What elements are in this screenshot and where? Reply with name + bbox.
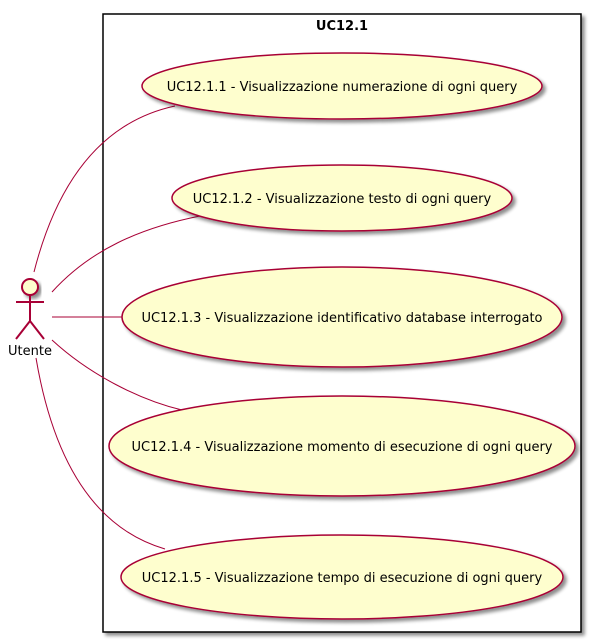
use-case-label: UC12.1.4 - Visualizzazione momento di es…: [131, 440, 552, 455]
system-title: UC12.1: [316, 19, 368, 34]
use-case-ellipse: [108, 395, 576, 497]
use-case-label: UC12.1.5 - Visualizzazione tempo di esec…: [142, 571, 543, 586]
association-line-uc4: [51, 339, 183, 411]
actor-utente[interactable]: [15, 278, 45, 340]
actor-body: [15, 295, 45, 340]
association-line-uc5: [35, 357, 166, 550]
use-case-uc12-1-4[interactable]: UC12.1.4 - Visualizzazione momento di es…: [108, 395, 576, 497]
use-case-ellipse: [121, 266, 563, 368]
actor-head: [21, 278, 39, 296]
use-case-uc12-1-3[interactable]: UC12.1.3 - Visualizzazione identificativ…: [121, 266, 563, 368]
use-case-label: UC12.1.1 - Visualizzazione numerazione d…: [167, 80, 518, 95]
use-case-uc12-1-1[interactable]: UC12.1.1 - Visualizzazione numerazione d…: [141, 52, 543, 120]
use-case-ellipse: [120, 534, 564, 620]
association-line-uc1: [33, 105, 176, 273]
use-case-label: UC12.1.3 - Visualizzazione identificativ…: [141, 311, 542, 326]
use-case-ellipse: [141, 52, 543, 120]
actor-label: Utente: [8, 344, 52, 359]
use-case-uc12-1-2[interactable]: UC12.1.2 - Visualizzazione testo di ogni…: [171, 164, 513, 232]
associations: [33, 105, 201, 550]
use-case-ellipse: [171, 164, 513, 232]
use-case-label: UC12.1.2 - Visualizzazione testo di ogni…: [193, 192, 492, 207]
use-case-uc12-1-5[interactable]: UC12.1.5 - Visualizzazione tempo di esec…: [120, 534, 564, 620]
association-line-uc2: [51, 215, 201, 293]
